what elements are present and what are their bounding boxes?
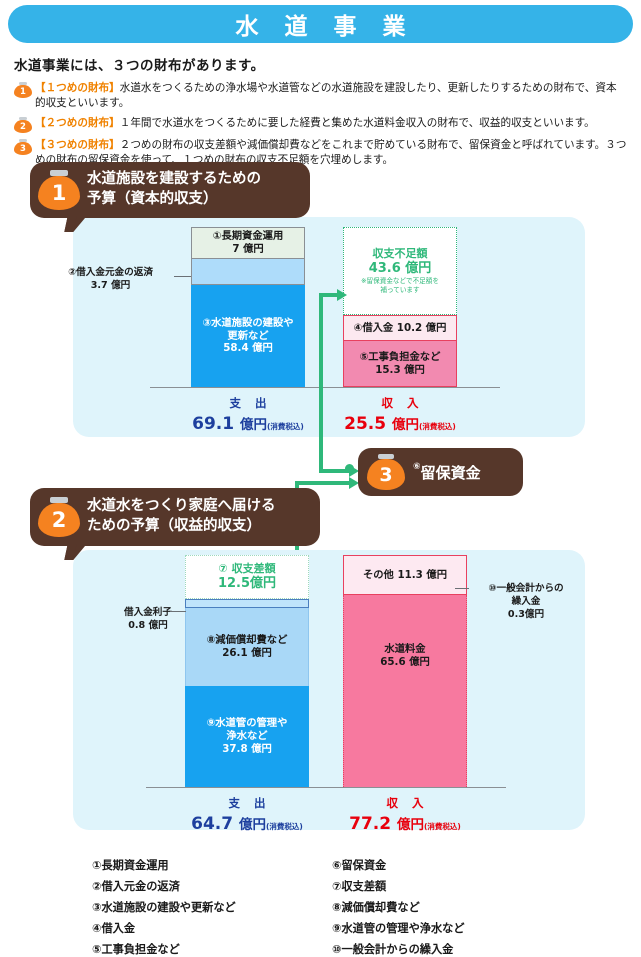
section2-income-total: 収 入 77.2 億円(消費税込) [349,796,461,834]
page-title-bar: 水 道 事 業 [8,5,633,43]
connector-line [319,469,351,473]
legend-item: ⑤工事負担金など [92,943,180,956]
connector-line [295,481,351,485]
section1-income-bar: 収支不足額 43.6 億円 ※留保資金などで不足額を 補っています ④借入金 1… [343,227,457,387]
legend-item: ⑩一般会計からの繰入金 [332,943,454,956]
legend-item: ①長期資金運用 [92,859,169,872]
callout-loan-interest: 借入金利子 0.8 億円 [124,607,172,631]
callout-leader [174,276,191,277]
purse-icon: 2 [14,117,32,134]
seg-water-fees: 水道料金 65.6 億円 [343,595,467,787]
intro-block: 水道事業には、３つの財布があります。 1 【１つめの財布】水道水をつくるための浄… [14,54,627,168]
callout-leader [170,611,186,612]
reserve-fund-badge: 3 ⑥留保資金 [358,448,523,496]
connector-line [319,293,339,297]
section2-panel [73,550,585,830]
legend-item: ⑨水道管の管理や浄水など [332,922,465,935]
connector-line [319,293,323,473]
seg-interest [185,599,309,608]
wallet-tag: 【２つめの財布】 [35,117,120,130]
section1-bubble: 1 水道施設を建設するための 予算（資本的収支） [30,162,310,232]
legend-item: ③水道施設の建設や更新など [92,901,236,914]
seg-borrowing: ④借入金 10.2 億円 [343,315,457,341]
intro-heading: 水道事業には、３つの財布があります。 [14,58,265,74]
legend-item: ⑥留保資金 [332,859,387,872]
section2-expense-total: 支 出 64.7 億円(消費税込) [191,796,303,834]
purse-number: 2 [38,503,80,537]
section1-expense-bar: ①長期資金運用 7 億円 ③水道施設の建設や 更新など 58.4 億円 [191,227,305,387]
purse-icon: 2 [38,497,80,537]
wallet-tag: 【１つめの財布】 [35,82,120,94]
section2-expense-bar: ⑦ 収支差額 12.5億円 ⑧減価償却費など 26.1 億円 ⑨水道管の管理や … [185,555,309,787]
legend-item: ②借入元金の返済 [92,880,180,893]
section1-expense-total: 支 出 69.1 億円(消費税込) [192,396,304,434]
wallet-tag: 【３つめの財布】 [35,139,120,152]
legend-item: ④借入金 [92,922,136,935]
purse-number: 3 [14,142,32,156]
seg-loan-repayment [191,259,305,285]
reserve-fund-label: ⑥留保資金 [413,461,481,482]
list-item: 1 【１つめの財布】水道水をつくるための浄水場や水道管などの水道施設を建設したり… [14,81,627,111]
section1-income-total: 収 入 25.5 億円(消費税込) [344,396,456,434]
purse-icon: 1 [14,82,32,98]
section2-bubble-text: 水道水をつくり家庭へ届ける ための予算（収益的収支） [87,498,276,534]
legend: ①長期資金運用 ⑥留保資金 ②借入元金の返済 ⑦収支差額 ③水道施設の建設や更新… [92,857,562,957]
section2-axis [146,787,506,788]
wallet-list: 1 【１つめの財布】水道水をつくるための浄水場や水道管などの水道施設を建設したり… [14,81,627,168]
connector-dot [345,464,354,473]
purse-icon: 3 [367,454,405,490]
section1-panel [73,217,585,437]
callout-general-account: ⑩一般会計からの 繰入金 0.3億円 [488,583,564,620]
seg-long-term-fund: ①長期資金運用 7 億円 [191,227,305,259]
callout-leader [455,588,469,589]
wallet-text: 水道水をつくるための浄水場や水道管などの水道施設を建設したり、更新したりするため… [35,82,617,110]
seg-depreciation: ⑧減価償却費など 26.1 億円 [185,608,309,686]
bubble-tail [64,544,87,560]
connector-arrow [337,289,347,301]
purse-number: 1 [38,176,80,210]
connector-arrow [349,477,359,489]
seg-construction-contribution: ⑤工事負担金など 15.3 億円 [343,341,457,387]
section2-bubble: 2 水道水をつくり家庭へ届ける ための予算（収益的収支） [30,488,320,560]
purse-number: 3 [367,459,405,490]
list-item: 2 【２つめの財布】１年間で水道水をつくるために要した経費と集めた水道料金収入の… [14,116,627,134]
connector-arrow [349,465,359,477]
purse-icon: 3 [14,139,32,156]
callout-loan-repayment: ②借入金元金の返済 3.7 億円 [68,267,153,291]
seg-balance-difference: ⑦ 収支差額 12.5億円 [185,555,309,599]
section1-bubble-text: 水道施設を建設するための 予算（資本的収支） [87,171,261,207]
purse-number: 2 [14,120,32,134]
section2-income-bar: その他 11.3 億円 水道料金 65.6 億円 [343,555,467,787]
purse-icon: 1 [38,170,80,210]
wallet-text: １年間で水道水をつくるために要した経費と集めた水道料金収入の財布で、収益的収支と… [119,117,595,130]
seg-facility-construction: ③水道施設の建設や 更新など 58.4 億円 [191,285,305,387]
seg-pipe-management: ⑨水道管の管理や 浄水など 37.8 億円 [185,686,309,787]
section1-axis [150,387,500,388]
bubble-tail [64,216,87,232]
seg-other-income: その他 11.3 億円 [343,555,467,595]
legend-item: ⑦収支差額 [332,880,387,893]
purse-number: 1 [14,85,32,98]
legend-item: ⑧減価償却費など [332,901,420,914]
seg-shortfall: 収支不足額 43.6 億円 ※留保資金などで不足額を 補っています [343,227,457,315]
page-title: 水 道 事 業 [235,14,415,40]
